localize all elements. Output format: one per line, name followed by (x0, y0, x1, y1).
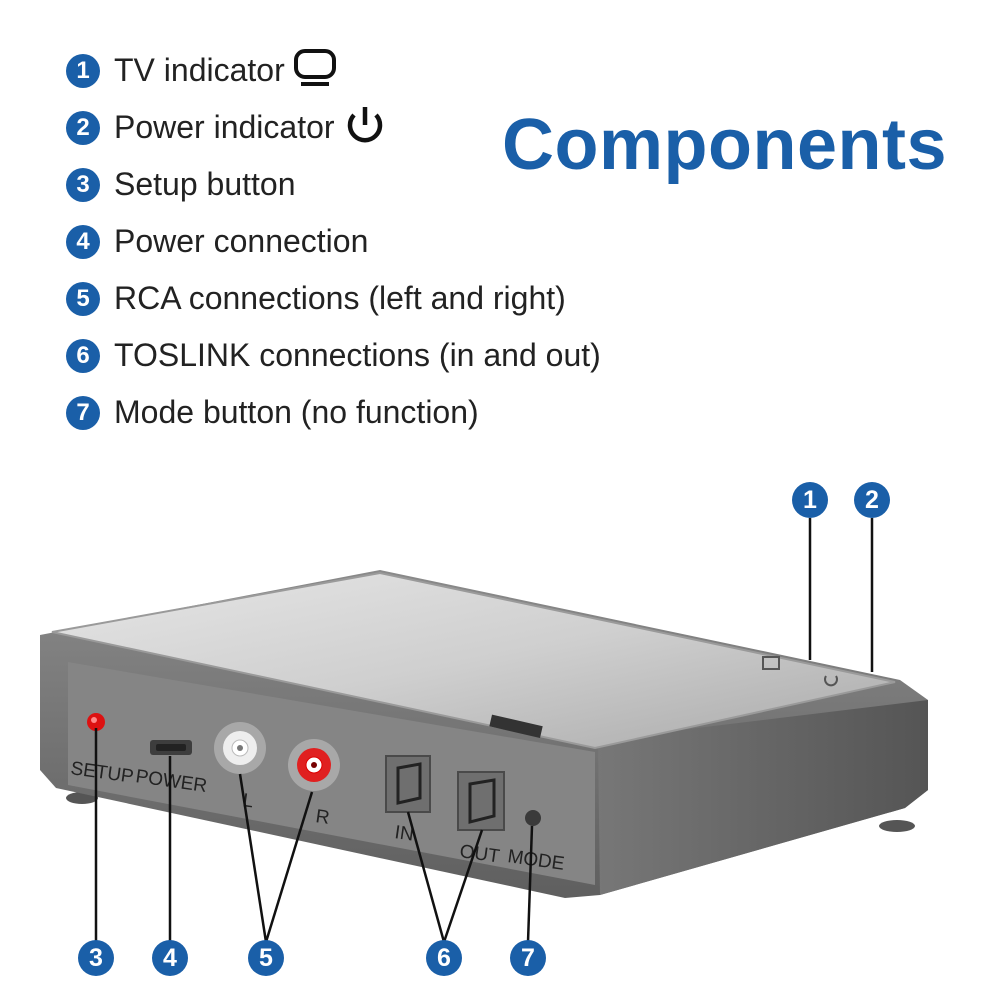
legend-number: 7 (66, 395, 100, 430)
device-side (598, 700, 928, 895)
legend-label: TOSLINK connections (in and out) (114, 337, 601, 373)
toslink-out-port (457, 771, 505, 831)
legend-label: TV indicator (114, 52, 285, 88)
legend-label: Power indicator (114, 109, 335, 145)
legend-item-toslink-connections: 6 TOSLINK connections (in and out) (66, 327, 601, 384)
mode-button (525, 810, 541, 826)
legend-item-tv-indicator: 1 TV indicator (66, 42, 601, 99)
component-legend: 1 TV indicator 2 Power indicator 3 Setup… (66, 42, 601, 441)
callout-2: 2 (854, 482, 890, 518)
legend-item-rca-connections: 5 RCA connections (left and right) (66, 270, 601, 327)
legend-item-mode-button: 7 Mode button (no function) (66, 384, 601, 441)
legend-item-setup-button: 3 Setup button (66, 156, 601, 213)
callout-4: 4 (152, 940, 188, 976)
callout-lines (94, 518, 874, 943)
device-foot (879, 820, 915, 832)
callout-3: 3 (78, 940, 114, 976)
power-icon (343, 105, 387, 150)
callout-1: 1 (792, 482, 828, 518)
legend-item-power-connection: 4 Power connection (66, 213, 601, 270)
device-top (51, 571, 896, 750)
dolby-logo (489, 714, 543, 738)
callout-5: 5 (248, 940, 284, 976)
tv-icon (293, 48, 337, 93)
legend-number: 6 (66, 338, 100, 373)
rca-right-jack (288, 739, 340, 791)
toslink-in-port (385, 755, 431, 813)
tv-indicator (762, 656, 780, 670)
legend-number: 2 (66, 110, 100, 145)
rca-left-jack (214, 722, 266, 774)
legend-number: 3 (66, 167, 100, 202)
legend-item-power-indicator: 2 Power indicator (66, 99, 601, 156)
right-label: R (314, 806, 331, 829)
legend-label: Power connection (114, 223, 369, 259)
legend-label: RCA connections (left and right) (114, 280, 566, 316)
legend-number: 4 (66, 224, 100, 259)
power-indicator (824, 675, 838, 687)
legend-number: 5 (66, 281, 100, 316)
legend-label: Mode button (no function) (114, 394, 479, 430)
in-label: IN (393, 822, 415, 845)
legend-number: 1 (66, 53, 100, 88)
callout-7: 7 (510, 940, 546, 976)
callout-6: 6 (426, 940, 462, 976)
legend-label: Setup button (114, 166, 296, 202)
page-title: Components (502, 105, 947, 185)
